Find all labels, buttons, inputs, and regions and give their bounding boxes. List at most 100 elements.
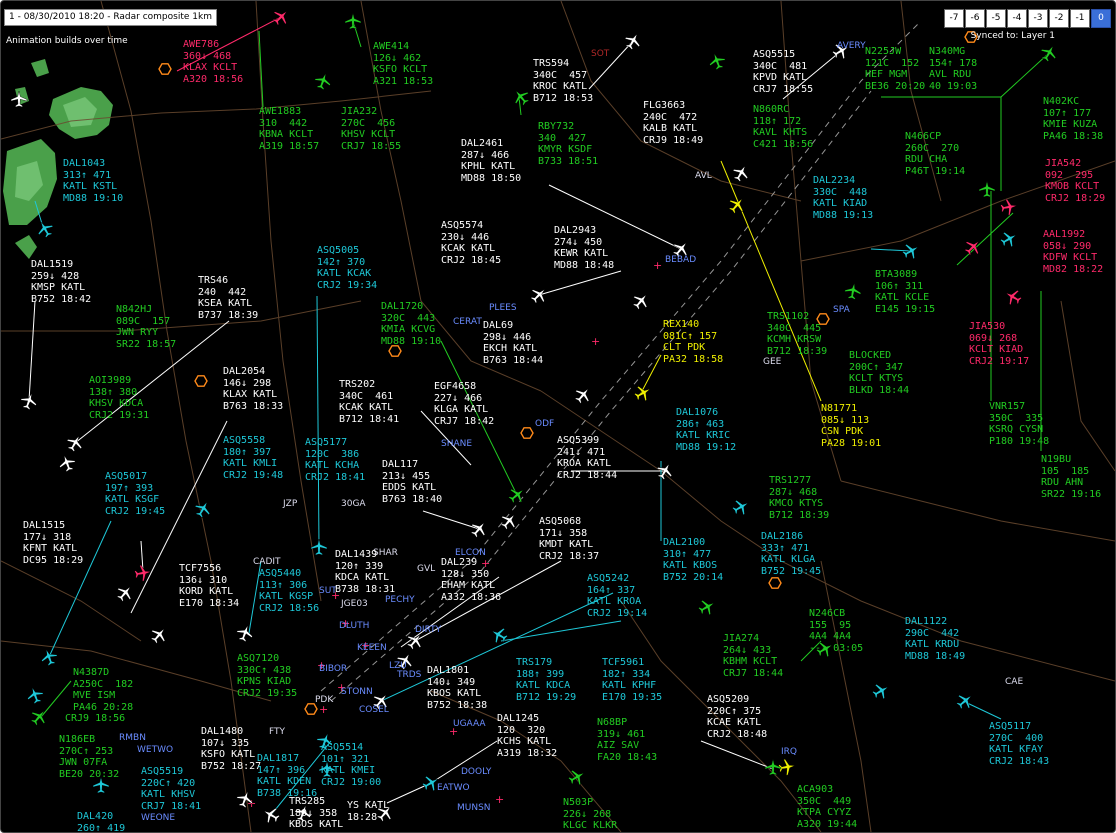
aircraft-icon[interactable] — [194, 500, 212, 519]
data-block-crj9[interactable]: CRJ9 18:56 — [65, 713, 125, 725]
aircraft-icon[interactable] — [134, 564, 152, 582]
aircraft-icon[interactable] — [58, 454, 76, 473]
aircraft-icon[interactable] — [421, 774, 440, 792]
aircraft-icon[interactable] — [500, 512, 518, 530]
aircraft-icon[interactable] — [844, 282, 862, 300]
aircraft-icon[interactable] — [632, 292, 650, 310]
aircraft-icon[interactable] — [574, 386, 592, 404]
aircraft-icon[interactable] — [656, 462, 674, 481]
aircraft-icon[interactable] — [567, 768, 586, 786]
aircraft-icon[interactable] — [633, 384, 652, 402]
aircraft-icon[interactable] — [236, 790, 254, 809]
aircraft-icon[interactable] — [396, 652, 414, 671]
aircraft-icon[interactable] — [372, 692, 390, 710]
time-offset-button[interactable]: -5 — [986, 9, 1006, 28]
aircraft-icon[interactable] — [314, 72, 332, 91]
aircraft-icon[interactable] — [236, 624, 254, 643]
aircraft-icon[interactable] — [956, 692, 974, 710]
time-offset-button[interactable]: 0 — [1091, 9, 1111, 28]
aircraft-icon[interactable] — [318, 760, 336, 778]
time-offset-button[interactable]: -3 — [1028, 9, 1048, 28]
aircraft-icon[interactable] — [262, 806, 281, 824]
aircraft-icon[interactable] — [731, 498, 750, 516]
aircraft-icon[interactable] — [36, 220, 54, 239]
aircraft-icon[interactable] — [26, 686, 44, 705]
aircraft-icon[interactable] — [92, 776, 110, 794]
aircraft-icon[interactable] — [344, 12, 362, 30]
aircraft-icon[interactable] — [150, 626, 168, 644]
time-offset-button[interactable]: -2 — [1049, 9, 1069, 28]
time-offset-button[interactable]: -1 — [1070, 9, 1090, 28]
aircraft-icon[interactable] — [508, 486, 526, 504]
aircraft-icon[interactable] — [272, 8, 290, 26]
aircraft-icon[interactable] — [20, 392, 38, 411]
aircraft-icon[interactable] — [697, 598, 716, 616]
time-offset-button[interactable]: -6 — [965, 9, 985, 28]
aircraft-icon[interactable] — [964, 238, 982, 256]
aircraft-icon[interactable] — [406, 632, 424, 650]
aircraft-icon[interactable] — [1000, 198, 1018, 216]
aircraft-icon[interactable] — [901, 242, 920, 260]
aircraft-icon[interactable] — [871, 682, 890, 700]
aircraft-icon[interactable] — [490, 626, 509, 644]
aircraft-icon[interactable] — [978, 180, 996, 198]
aircraft-icon[interactable] — [764, 758, 782, 776]
aircraft-icon[interactable] — [116, 584, 134, 602]
aircraft-icon[interactable] — [30, 708, 48, 726]
aircraft-icon[interactable] — [10, 90, 28, 108]
aircraft-icon[interactable] — [831, 42, 850, 60]
aircraft-icon[interactable] — [316, 732, 334, 751]
